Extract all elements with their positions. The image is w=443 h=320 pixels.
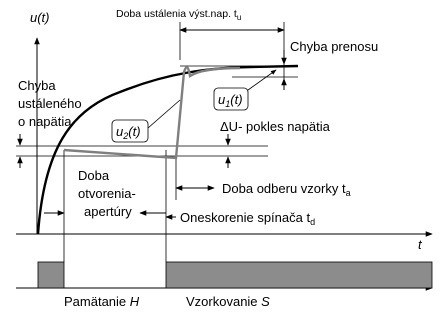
aperture-label-2: otvorenia- (78, 186, 136, 201)
u1-label: u1(t) (218, 92, 243, 109)
u2-box (111, 119, 149, 143)
output-signal (63, 66, 241, 160)
steady-error-label-1: Chyba (18, 78, 56, 93)
aperture-label-3: apertúry (84, 204, 132, 219)
sample-label: Vzorkovanie S (186, 294, 270, 309)
sample-pulse (165, 261, 433, 289)
u1-box (213, 87, 249, 111)
x-axis-top-label: t (418, 237, 423, 252)
y-axis-label: u(t) (30, 10, 50, 25)
settling-label: Doba ustálenia výst.nap. tu (116, 8, 241, 22)
u2-label: u2(t) (116, 124, 141, 141)
u2-pointer (147, 99, 181, 129)
steady-error-label-3: o napätia (18, 114, 72, 129)
hold-label: Pamätanie H (64, 294, 140, 309)
aperture-label-1: Doba (78, 168, 110, 183)
u1-pointer (247, 69, 277, 91)
transfer-error-label: Chyba prenosu (290, 39, 378, 54)
switch-delay-label: Oneskorenie spínača td (180, 210, 315, 227)
droop-label: ΔU- pokles napätia (220, 119, 331, 134)
acquisition-label: Doba odberu vzorky ta (222, 181, 351, 198)
steady-error-label-2: ustáleného (18, 96, 82, 111)
hold-pulse (37, 261, 65, 289)
